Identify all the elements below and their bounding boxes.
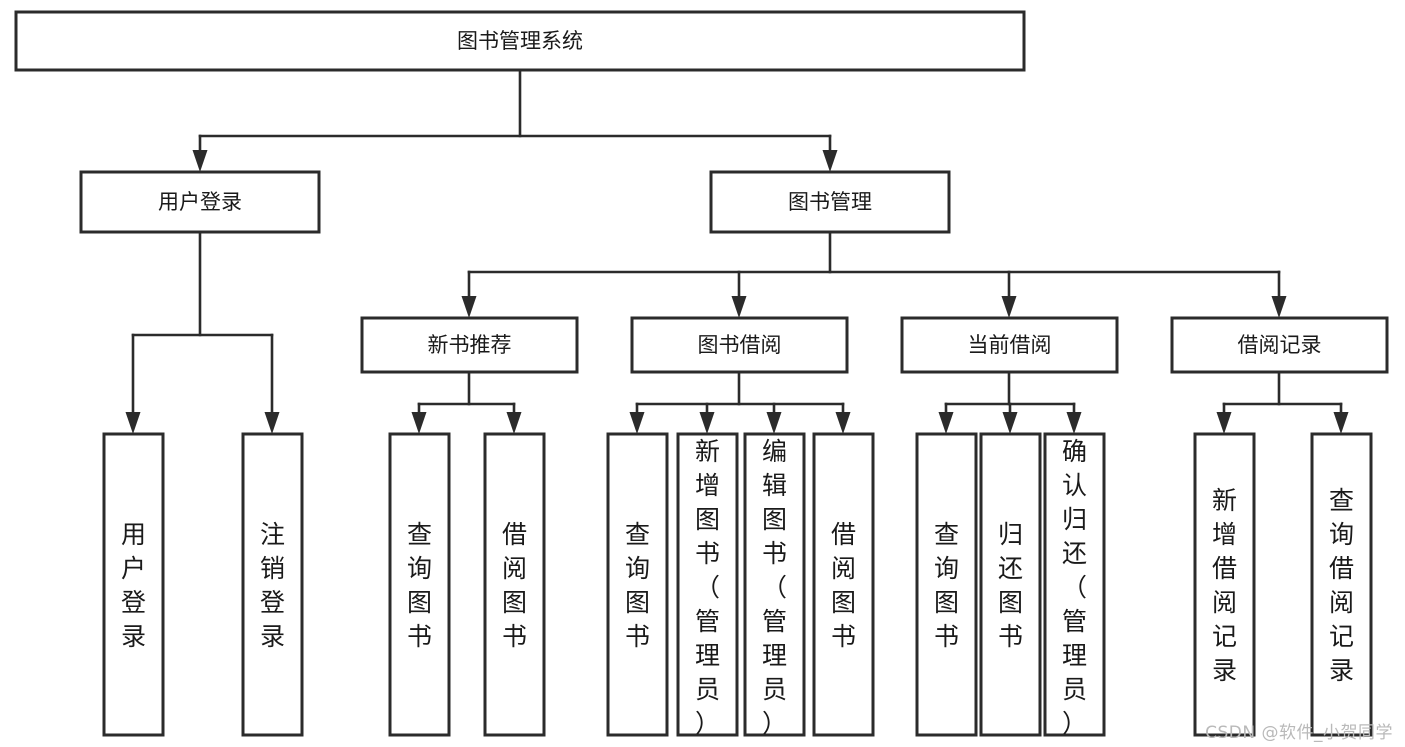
arrow-head [766,412,782,434]
node-label: 查询图书 [934,520,959,651]
node-leaf-return-book[interactable]: 归还图书 [979,432,1042,737]
node-box[interactable] [979,432,1042,737]
node-label: 图书借阅 [698,333,782,357]
arrow-head [731,296,747,318]
node-box[interactable] [900,316,1119,374]
node-label: 用户登录 [121,520,146,651]
node-box[interactable] [1193,432,1256,737]
node-box[interactable] [630,316,849,374]
connector-group-book-manage-to-level3 [461,230,1287,318]
node-box[interactable] [676,432,739,737]
node-leaf-query-book-borrow[interactable]: 查询图书 [606,432,669,737]
node-box[interactable] [388,432,451,737]
node-label: 查询借阅记录 [1329,486,1354,685]
node-leaf-logout[interactable]: 注销登录 [241,432,304,737]
node-borrow-record[interactable]: 借阅记录 [1170,316,1389,374]
arrow-head [938,412,954,434]
node-label: 归还图书 [998,520,1023,651]
node-leaf-add-borrow-record[interactable]: 新增借阅记录 [1193,432,1256,737]
node-book-borrow[interactable]: 图书借阅 [630,316,849,374]
csdn-watermark: CSDN @软件_小贺同学 [1205,723,1393,743]
node-leaf-borrow-book-recommend[interactable]: 借阅图书 [483,432,546,737]
node-label: 图书管理系统 [457,29,583,53]
node-leaf-borrow-book[interactable]: 借阅图书 [812,432,875,737]
node-new-book-recommend[interactable]: 新书推荐 [360,316,579,374]
node-label: 用户登录 [158,190,242,214]
arrow-head [411,412,427,434]
arrow-head [1066,412,1082,434]
node-box[interactable] [1170,316,1389,374]
node-box[interactable] [743,432,806,737]
arrow-head [264,412,280,434]
node-label: 编辑图书（管理员） [762,437,787,738]
connector-group-root-to-level2 [192,68,838,172]
node-leaf-edit-book[interactable]: 编辑图书（管理员） [743,432,806,738]
node-box[interactable] [709,170,951,234]
arrow-head [506,412,522,434]
node-leaf-query-book-current[interactable]: 查询图书 [915,432,978,737]
arrow-head [1271,296,1287,318]
arrow-head [699,412,715,434]
arrow-head [1002,412,1018,434]
nodes-layer: 图书管理系统用户登录图书管理新书推荐图书借阅当前借阅借阅记录用户登录注销登录查询… [14,10,1389,738]
connector-group-user-login-to-leaves [125,230,280,434]
node-label: 查询图书 [625,520,650,651]
arrow-head [192,150,208,172]
node-leaf-query-book-recommend[interactable]: 查询图书 [388,432,451,737]
arrow-head [461,296,477,318]
node-user-login[interactable]: 用户登录 [79,170,321,234]
node-root[interactable]: 图书管理系统 [14,10,1026,72]
node-box[interactable] [1043,432,1106,737]
node-box[interactable] [483,432,546,737]
node-label: 新增图书（管理员） [695,437,720,738]
node-box[interactable] [79,170,321,234]
connector-group-book-borrow-to-leaves [629,370,851,434]
node-label: 新书推荐 [428,333,512,357]
node-label: 确认归还（管理员） [1062,437,1087,738]
connector-group-new-book-recommend-to-leaves [411,370,522,434]
node-label: 借阅记录 [1238,333,1322,357]
arrow-head [1001,296,1017,318]
arrow-head [1333,412,1349,434]
node-current-borrow[interactable]: 当前借阅 [900,316,1119,374]
connector-group-borrow-record-to-leaves [1216,370,1349,434]
arrow-head [835,412,851,434]
connectors-layer [125,68,1349,434]
arrow-head [822,150,838,172]
node-leaf-confirm-return[interactable]: 确认归还（管理员） [1043,432,1106,738]
node-label: 借阅图书 [831,520,856,651]
arrow-head [125,412,141,434]
node-label: 图书管理 [788,190,872,214]
node-label: 当前借阅 [968,333,1052,357]
node-book-manage[interactable]: 图书管理 [709,170,951,234]
node-label: 借阅图书 [502,520,527,651]
node-leaf-query-borrow-record[interactable]: 查询借阅记录 [1310,432,1373,737]
node-box[interactable] [1310,432,1373,737]
arrow-head [1216,412,1232,434]
node-box[interactable] [606,432,669,737]
node-box[interactable] [915,432,978,737]
node-label: 新增借阅记录 [1212,486,1237,685]
node-box[interactable] [14,10,1026,72]
node-box[interactable] [812,432,875,737]
arrow-head [629,412,645,434]
node-box[interactable] [102,432,165,737]
node-box[interactable] [360,316,579,374]
node-leaf-add-book[interactable]: 新增图书（管理员） [676,432,739,738]
node-label: 查询图书 [407,520,432,651]
connector-group-current-borrow-to-leaves [938,370,1082,434]
node-box[interactable] [241,432,304,737]
node-leaf-user-login[interactable]: 用户登录 [102,432,165,737]
node-label: 注销登录 [260,520,285,651]
